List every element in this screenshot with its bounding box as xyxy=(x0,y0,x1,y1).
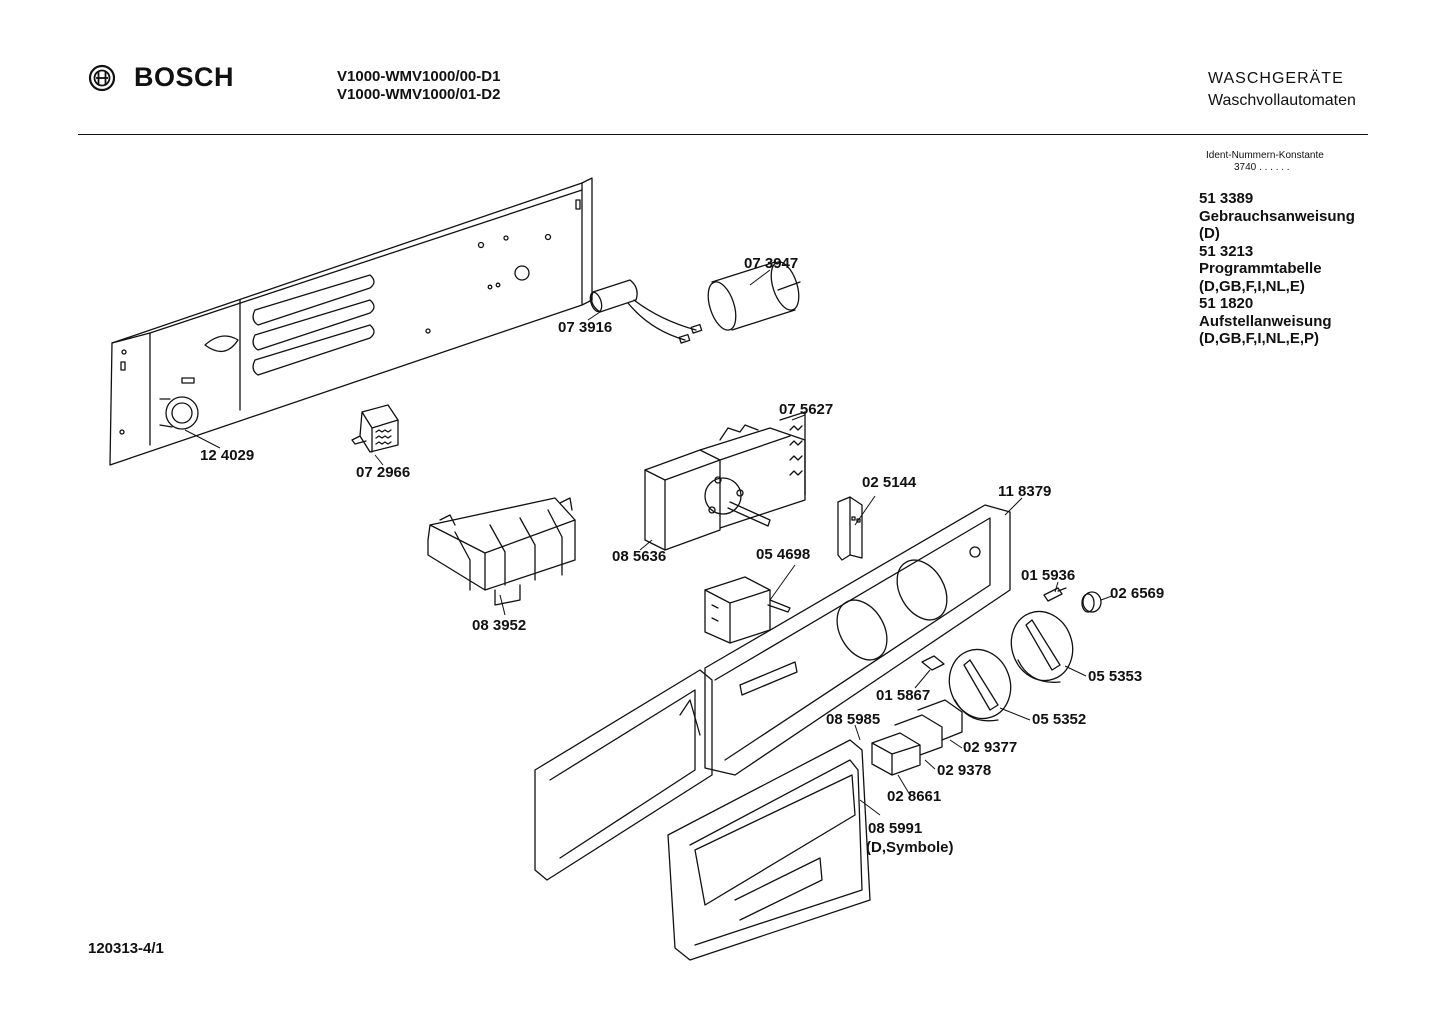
part-drawing-push-keys xyxy=(871,699,963,776)
part-drawing-073916 xyxy=(589,279,703,344)
part-label-026569: 02 6569 xyxy=(1110,585,1164,602)
category-sub: Waschvollautomaten xyxy=(1208,92,1356,109)
part-label-075627: 07 5627 xyxy=(779,401,833,418)
model-line-2: V1000-WMV1000/01-D2 xyxy=(337,86,501,103)
part-label-085991: 08 5991 xyxy=(868,820,922,837)
doc-languages: (D) xyxy=(1199,225,1220,242)
doc-title: Programmtabelle xyxy=(1199,260,1322,277)
part-label-124029: 12 4029 xyxy=(200,447,254,464)
ident-label: Ident-Nummern-Konstante xyxy=(1206,150,1324,161)
part-label-083952: 08 3952 xyxy=(472,617,526,634)
part-label-054698: 05 4698 xyxy=(756,546,810,563)
model-line-1: V1000-WMV1000/00-D1 xyxy=(337,68,501,85)
doc-title: Gebrauchsanweisung xyxy=(1199,207,1355,225)
part-label-085985: 08 5985 xyxy=(826,711,880,728)
brand-name: BOSCH xyxy=(134,62,235,92)
part-drawing-015867 xyxy=(921,655,945,671)
part-drawing-025144 xyxy=(837,496,863,561)
part-label-085636: 08 5636 xyxy=(612,548,666,565)
model-numbers: V1000-WMV1000/00-D1 V1000-WMV1000/01-D2 xyxy=(337,68,500,104)
ident-value: 3740 . . . . . . xyxy=(1234,162,1290,173)
doc-number: 51 1820 xyxy=(1199,295,1254,312)
part-drawing-055352 xyxy=(948,648,1012,722)
part-label-029378: 02 9378 xyxy=(937,762,991,779)
doc-languages: (D,GB,F,I,NL,E) xyxy=(1199,277,1305,295)
doc-number: 51 3389 xyxy=(1199,190,1254,207)
part-drawing-073947 xyxy=(707,261,801,331)
document-list: 51 3389 Gebrauchsanweisung (D) 51 3213 P… xyxy=(1199,190,1355,348)
part-label-055352: 05 5352 xyxy=(1032,711,1086,728)
header-divider xyxy=(78,134,1368,135)
leader-lines xyxy=(184,269,1113,816)
part-drawing-075627-085636 xyxy=(644,411,806,551)
part-drawing-124029 xyxy=(109,177,593,466)
part-label-015936: 01 5936 xyxy=(1021,567,1075,584)
part-drawing-118379 xyxy=(534,504,1011,881)
part-drawing-072966 xyxy=(351,404,399,453)
part-note-085991: (D,Symbole) xyxy=(866,839,954,856)
doc-number: 51 3213 xyxy=(1199,242,1254,260)
drawing-code: 120313-4/1 xyxy=(88,940,164,957)
part-drawing-055353 xyxy=(1010,610,1074,683)
ident-constant: Ident-Nummern-Konstante 3740 . . . . . . xyxy=(1206,150,1324,174)
part-label-055353: 05 5353 xyxy=(1088,668,1142,685)
part-label-072966: 07 2966 xyxy=(356,464,410,481)
brand-header: BOSCH xyxy=(88,62,248,96)
part-drawing-026569 xyxy=(1081,591,1102,613)
part-drawing-054698 xyxy=(704,576,791,644)
part-label-073947: 07 3947 xyxy=(744,255,798,272)
part-label-015867: 01 5867 xyxy=(876,687,930,704)
part-label-073916: 07 3916 xyxy=(558,319,612,336)
part-drawing-083952 xyxy=(427,497,576,606)
product-category: WASCHGERÄTE Waschvollautomaten xyxy=(1208,68,1356,112)
part-label-025144: 02 5144 xyxy=(862,474,917,491)
part-label-029377: 02 9377 xyxy=(963,739,1017,756)
category-main: WASCHGERÄTE xyxy=(1208,70,1344,87)
part-label-028661: 02 8661 xyxy=(887,788,941,805)
doc-title: Aufstellanweisung xyxy=(1199,312,1332,330)
part-drawing-015936 xyxy=(1043,587,1067,602)
doc-languages: (D,GB,F,I,NL,E,P) xyxy=(1199,330,1319,347)
bosch-logo-icon xyxy=(88,64,116,92)
part-drawing-085991 xyxy=(667,739,871,961)
part-label-118379: 11 8379 xyxy=(998,483,1051,500)
